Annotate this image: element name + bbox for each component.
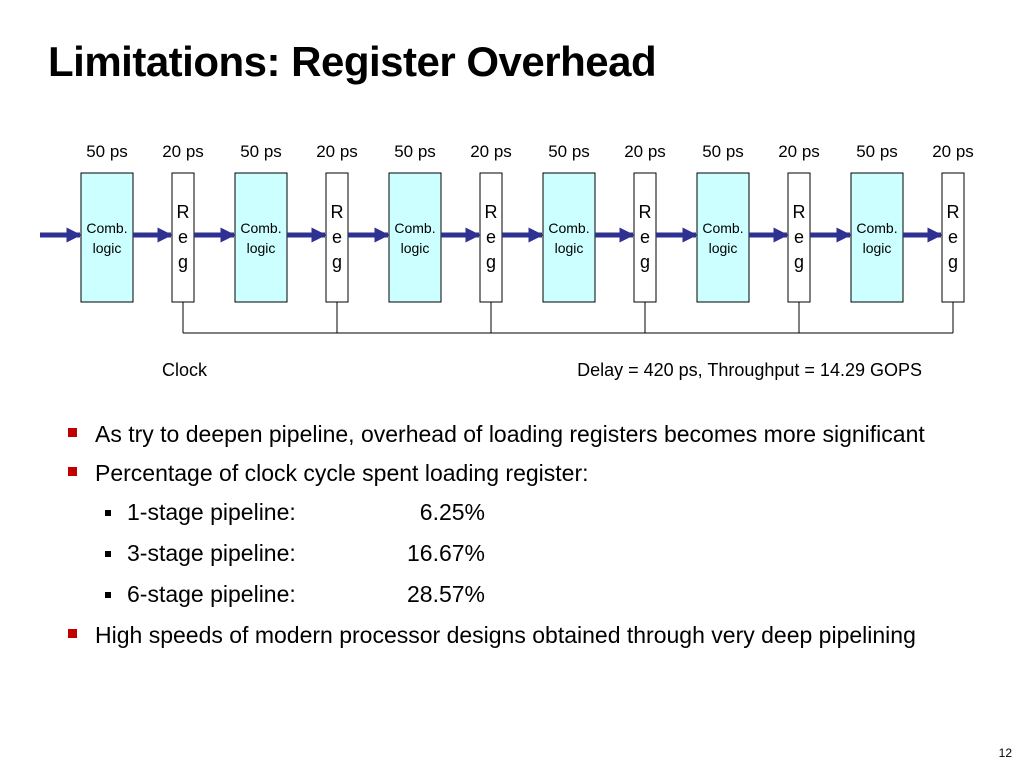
register-label: g bbox=[794, 252, 804, 272]
sub-bullet-item: 1-stage pipeline: 6.25% bbox=[68, 496, 968, 529]
bullet-text: High speeds of modern processor designs … bbox=[95, 622, 916, 648]
logic-delay-label: 50 ps bbox=[702, 142, 744, 161]
comb-logic-box bbox=[542, 172, 596, 303]
clock-label: Clock bbox=[162, 360, 208, 380]
bullet-marker-icon bbox=[68, 428, 77, 437]
bullet-text: Percentage of clock cycle spent loading … bbox=[95, 460, 589, 486]
bullet-list: As try to deepen pipeline, overhead of l… bbox=[68, 418, 968, 658]
slide-title: Limitations: Register Overhead bbox=[48, 38, 657, 85]
reg-delay-label: 20 ps bbox=[162, 142, 204, 161]
reg-delay-label: 20 ps bbox=[316, 142, 358, 161]
comb-logic-label: Comb. bbox=[702, 220, 743, 236]
comb-logic-box bbox=[696, 172, 750, 303]
sub-bullet-marker-icon bbox=[105, 592, 111, 598]
sub-bullet-item: 6-stage pipeline: 28.57% bbox=[68, 578, 968, 611]
comb-logic-box bbox=[388, 172, 442, 303]
register-label: g bbox=[948, 252, 958, 272]
comb-logic-label: Comb. bbox=[856, 220, 897, 236]
bullet-item: Percentage of clock cycle spent loading … bbox=[68, 457, 968, 490]
comb-logic-label: logic bbox=[247, 240, 276, 256]
bullet-text: As try to deepen pipeline, overhead of l… bbox=[95, 421, 925, 447]
comb-logic-label: logic bbox=[863, 240, 892, 256]
sub-bullet-item: 3-stage pipeline: 16.67% bbox=[68, 537, 968, 570]
register-label: R bbox=[639, 202, 652, 222]
register-label: R bbox=[177, 202, 190, 222]
register-label: e bbox=[794, 227, 804, 247]
stage-label: 1-stage pipeline: bbox=[127, 499, 296, 525]
comb-logic-box bbox=[850, 172, 904, 303]
register-label: g bbox=[640, 252, 650, 272]
delay-throughput-label: Delay = 420 ps, Throughput = 14.29 GOPS bbox=[577, 360, 922, 380]
reg-delay-label: 20 ps bbox=[470, 142, 512, 161]
sub-bullet-marker-icon bbox=[105, 551, 111, 557]
logic-delay-label: 50 ps bbox=[394, 142, 436, 161]
sub-bullet-marker-icon bbox=[105, 510, 111, 516]
comb-logic-label: Comb. bbox=[240, 220, 281, 236]
comb-logic-label: logic bbox=[709, 240, 738, 256]
reg-delay-label: 20 ps bbox=[624, 142, 666, 161]
bullet-item: As try to deepen pipeline, overhead of l… bbox=[68, 418, 968, 451]
stage-value: 16.67% bbox=[406, 540, 485, 566]
stage-label: 6-stage pipeline: bbox=[127, 581, 296, 607]
page-number: 12 bbox=[998, 746, 1012, 760]
register-label: g bbox=[486, 252, 496, 272]
bullet-marker-icon bbox=[68, 629, 77, 638]
comb-logic-box bbox=[80, 172, 134, 303]
bullet-marker-icon bbox=[68, 467, 77, 476]
stage-value: 28.57% bbox=[406, 581, 485, 607]
stage-label: 3-stage pipeline: bbox=[127, 540, 296, 566]
bullet-item: High speeds of modern processor designs … bbox=[68, 619, 968, 652]
register-label: R bbox=[793, 202, 806, 222]
comb-logic-box bbox=[234, 172, 288, 303]
register-label: R bbox=[947, 202, 960, 222]
logic-delay-label: 50 ps bbox=[240, 142, 282, 161]
register-label: e bbox=[486, 227, 496, 247]
register-label: R bbox=[485, 202, 498, 222]
logic-delay-label: 50 ps bbox=[856, 142, 898, 161]
logic-delay-label: 50 ps bbox=[548, 142, 590, 161]
register-label: e bbox=[178, 227, 188, 247]
comb-logic-label: logic bbox=[555, 240, 584, 256]
register-label: g bbox=[178, 252, 188, 272]
logic-delay-label: 50 ps bbox=[86, 142, 128, 161]
register-label: e bbox=[948, 227, 958, 247]
reg-delay-label: 20 ps bbox=[932, 142, 974, 161]
comb-logic-label: logic bbox=[401, 240, 430, 256]
comb-logic-label: Comb. bbox=[394, 220, 435, 236]
register-label: R bbox=[331, 202, 344, 222]
register-label: g bbox=[332, 252, 342, 272]
comb-logic-label: logic bbox=[93, 240, 122, 256]
stage-value: 6.25% bbox=[419, 499, 485, 525]
register-label: e bbox=[640, 227, 650, 247]
register-label: e bbox=[332, 227, 342, 247]
comb-logic-label: Comb. bbox=[548, 220, 589, 236]
reg-delay-label: 20 ps bbox=[778, 142, 820, 161]
comb-logic-label: Comb. bbox=[86, 220, 127, 236]
